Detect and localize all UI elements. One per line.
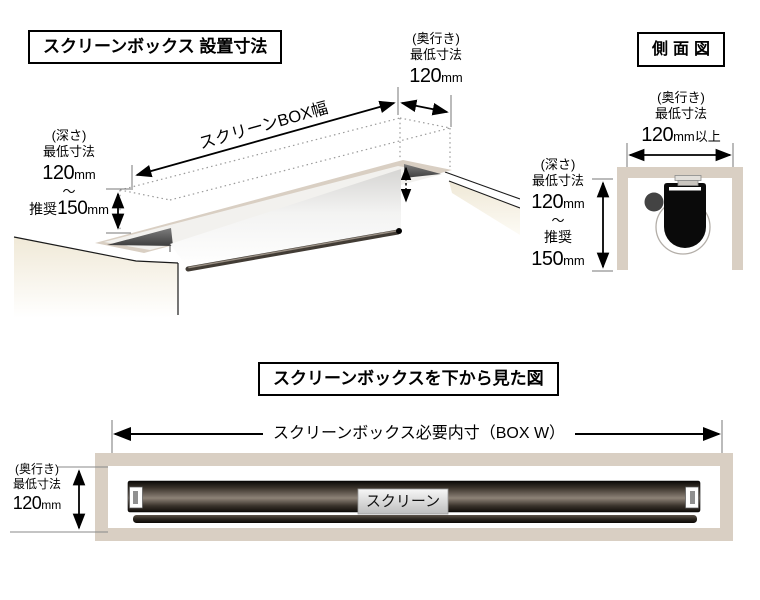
bottom-view-title-text: スクリーンボックスを下から見た図 [273, 369, 544, 388]
depth-left-paren: (深さ) [51, 128, 87, 143]
guide-roller [644, 192, 664, 212]
bottom-screen-slat [133, 515, 697, 523]
side-view-title: 側面図 [637, 32, 726, 68]
side-dimension-arrow-width [626, 143, 734, 167]
side-dimension-arrow-depth [592, 178, 613, 272]
side-ceiling-channel [617, 167, 743, 270]
box-interior-left-shadow [107, 228, 173, 246]
top-view-drawing [13, 87, 520, 318]
side-view-drawing [592, 143, 743, 272]
depth-top-value-line: 120mm [409, 64, 463, 87]
screen-tag-box [357, 488, 449, 515]
bottom-view-title: スクリーンボックスを下から見た図 [258, 362, 559, 397]
dimension-arrow-box-width [131, 87, 399, 190]
bottom-dimension-arrow-depth [10, 466, 108, 533]
bottom-depth-left-label: (奥行き) 最低寸法 120mm [12, 462, 62, 513]
side-view-depth-top-label: (奥行き) 最低寸法 120mm以上 [641, 90, 721, 146]
mounting-bracket [669, 175, 702, 191]
top-view-depth-left-label: (深さ) 最低寸法 120mm 〜 推奨150mm [20, 128, 118, 221]
bottom-view-drawing [10, 420, 733, 541]
depth-left-value-line: 120mm [42, 161, 96, 184]
side-view-title-text: 側面図 [652, 41, 716, 58]
top-view-depth-top-label: (奥行き) 最低寸法 120mm [391, 31, 481, 89]
screen-sheet [170, 169, 401, 267]
bottom-inner-width-label: スクリーンボックス必要内寸（BOX W） [263, 424, 576, 444]
side-view-depth-left-label: (深さ) 最低寸法 120mm 〜 推奨 150mm [531, 157, 585, 270]
ceiling-left-fascia [13, 236, 179, 318]
screen-bottom-rod [185, 228, 402, 272]
depth-top-paren: (奥行き) [412, 31, 460, 46]
top-view-title: スクリーンボックス 設置寸法 [28, 30, 283, 65]
depth-left-rec-line: 推奨150mm [29, 198, 109, 220]
depth-left-tilde: 〜 [62, 183, 76, 199]
dimension-arrow-depth-left [106, 188, 131, 234]
ceiling-right-edge [444, 171, 520, 235]
top-view-title-text: スクリーンボックス 設置寸法 [43, 37, 268, 56]
screen-tag-label: スクリーン [365, 493, 441, 510]
depth-left-min: 最低寸法 [42, 144, 95, 160]
depth-top-min: 最低寸法 [409, 47, 462, 63]
dimension-arrow-depth-top [400, 95, 452, 127]
box-interior-right-shadow [404, 164, 441, 178]
screen-unit-body [664, 183, 706, 248]
